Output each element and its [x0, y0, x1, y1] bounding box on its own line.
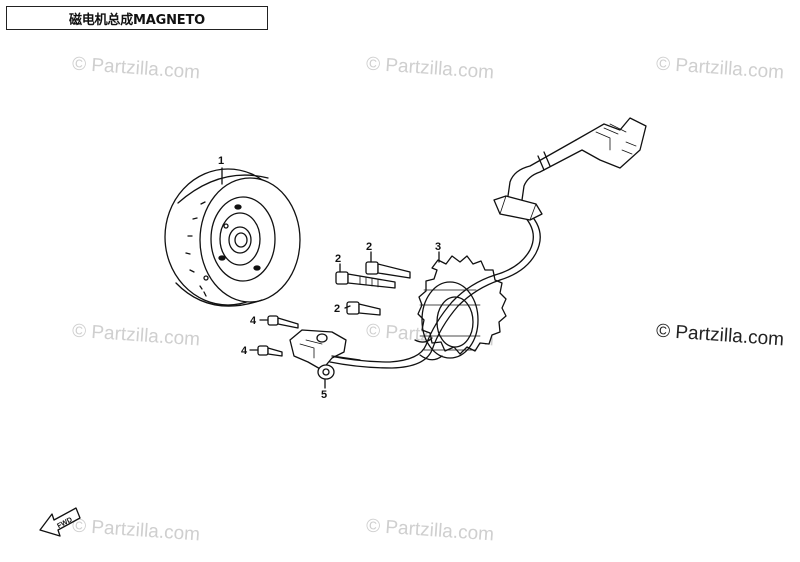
- screw-upper: [267, 315, 299, 329]
- bolt-upper-left: [335, 271, 396, 289]
- callout-2: 2: [334, 303, 340, 315]
- callout-2: 2: [335, 253, 341, 265]
- wire-harness: [329, 117, 647, 369]
- diagram-title-box: 磁电机总成MAGNETO: [6, 6, 268, 30]
- callout-1: 1: [218, 155, 224, 167]
- callout-2: 2: [366, 241, 372, 253]
- bolt-upper-right: [365, 261, 411, 279]
- callout-3: 3: [435, 241, 441, 253]
- callout-5: 5: [321, 389, 327, 401]
- pickup-coil-part: [289, 329, 361, 380]
- screw-lower: [257, 345, 283, 357]
- fwd-direction-arrow: [39, 507, 81, 537]
- callout-4: 4: [250, 315, 257, 327]
- diagram-title: 磁电机总成MAGNETO: [69, 12, 205, 28]
- bolt-lower: [346, 301, 381, 316]
- stator-part: [414, 255, 507, 361]
- flywheel-part: [164, 168, 301, 307]
- callout-4: 4: [241, 345, 248, 357]
